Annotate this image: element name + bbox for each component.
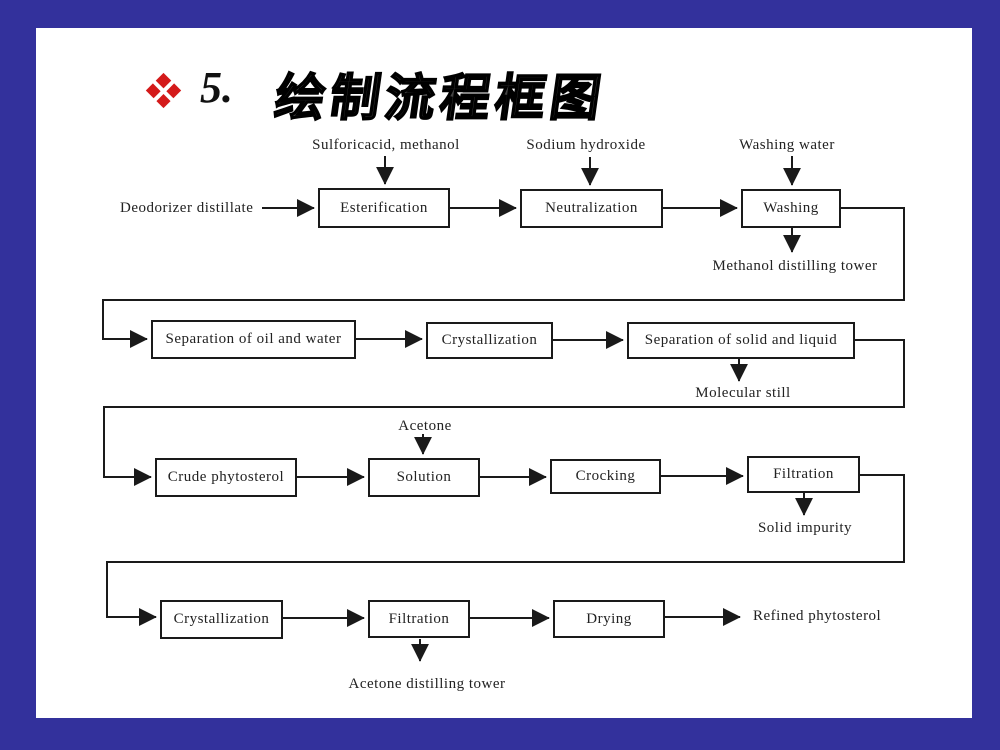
label-methanol-distilling-tower: Methanol distilling tower xyxy=(712,258,878,274)
flow-box-crude-phytosterol: Crude phytosterol xyxy=(155,458,297,497)
flow-box-esterification: Esterification xyxy=(318,188,450,228)
flow-box-separation-solid-liquid: Separation of solid and liquid xyxy=(627,322,855,359)
label-solid-impurity: Solid impurity xyxy=(757,520,853,536)
flow-box-solution: Solution xyxy=(368,458,480,497)
flow-box-filtration-1: Filtration xyxy=(747,456,860,493)
flow-box-crystallization-1: Crystallization xyxy=(426,322,553,359)
label-sulforicacid-methanol: Sulforicacid, methanol xyxy=(312,137,460,153)
flow-box-crystallization-2: Crystallization xyxy=(160,600,283,639)
flow-box-washing: Washing xyxy=(741,189,841,228)
page-title: 绘制流程框图 xyxy=(271,69,611,127)
label-acetone: Acetone xyxy=(398,418,452,434)
label-acetone-distilling-tower: Acetone distilling tower xyxy=(348,676,506,692)
flow-box-filtration-2: Filtration xyxy=(368,600,470,638)
label-deodorizer-distillate: Deodorizer distillate xyxy=(120,200,254,216)
label-refined-phytosterol: Refined phytosterol xyxy=(753,608,882,624)
label-sodium-hydroxide: Sodium hydroxide xyxy=(526,137,646,153)
flow-box-neutralization: Neutralization xyxy=(520,189,663,228)
title-number: 5. xyxy=(200,63,233,112)
flow-box-drying: Drying xyxy=(553,600,665,638)
label-molecular-still: Molecular still xyxy=(695,385,791,401)
flow-box-crocking: Crocking xyxy=(550,459,661,494)
label-washing-water: Washing water xyxy=(739,137,835,153)
flow-box-separation-oil-water: Separation of oil and water xyxy=(151,320,356,359)
